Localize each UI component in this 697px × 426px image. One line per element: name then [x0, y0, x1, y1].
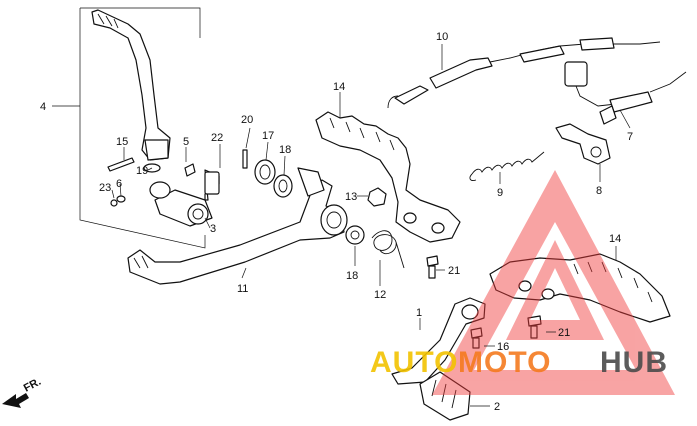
callout-16: 16: [497, 341, 509, 353]
callout-21b: 21: [558, 327, 570, 339]
callout-9: 9: [497, 187, 503, 199]
watermark-triangle: [432, 170, 675, 395]
brake-cable: [387, 37, 661, 109]
callout-21a: 21: [448, 265, 460, 277]
callout-6: 6: [116, 178, 122, 190]
brake-switch: [564, 61, 687, 125]
callout-11: 11: [237, 283, 248, 295]
leader-lines: [52, 44, 631, 407]
nut-13: [367, 187, 387, 207]
return-spring: [371, 230, 405, 269]
pin-16: [470, 327, 483, 349]
washers: [254, 159, 365, 245]
bolt-21-lower: [527, 315, 542, 339]
step-bracket-right: [489, 253, 671, 323]
callout-12: 12: [374, 289, 386, 301]
footpeg-rubber: [419, 371, 471, 421]
callout-5: 5: [183, 136, 189, 148]
front-direction-arrow: [2, 393, 29, 408]
watermark-inner-triangle: [506, 240, 604, 340]
callout-1: 1: [416, 307, 422, 319]
callout-8: 8: [596, 185, 602, 197]
callout-23: 23: [99, 182, 111, 194]
watermark-word-moto: MOTO: [458, 346, 551, 379]
watermark-word-auto: AUTO: [370, 346, 458, 379]
step-bracket-left: [315, 111, 461, 243]
callout-10: 10: [436, 31, 448, 43]
callout-13: 13: [345, 191, 357, 203]
callout-18a: 18: [279, 144, 291, 156]
switch-bracket: [555, 123, 611, 165]
callout-22: 22: [211, 132, 223, 144]
callout-18b: 18: [346, 270, 358, 282]
callout-2: 2: [494, 401, 500, 413]
brake-switch-spring: [469, 151, 545, 181]
callout-14a: 14: [333, 81, 345, 93]
callout-7: 7: [627, 131, 633, 143]
callout-4: 4: [40, 101, 46, 113]
kick-pivot-assembly: [149, 181, 213, 227]
callout-3: 3: [210, 223, 216, 235]
watermark-logo: [432, 170, 675, 395]
watermark-word-hub: HUB: [600, 346, 668, 379]
bolt-21-upper: [426, 255, 439, 279]
callout-19: 19: [136, 165, 148, 177]
callout-17: 17: [262, 130, 274, 142]
front-direction-label: FR.: [22, 376, 43, 395]
callout-20: 20: [241, 114, 253, 126]
kick-starter-arm: [79, 7, 206, 249]
right-step-arm: [391, 297, 486, 385]
callout-14b: 14: [609, 233, 621, 245]
brake-pedal: [127, 167, 348, 285]
callout-15: 15: [116, 136, 128, 148]
